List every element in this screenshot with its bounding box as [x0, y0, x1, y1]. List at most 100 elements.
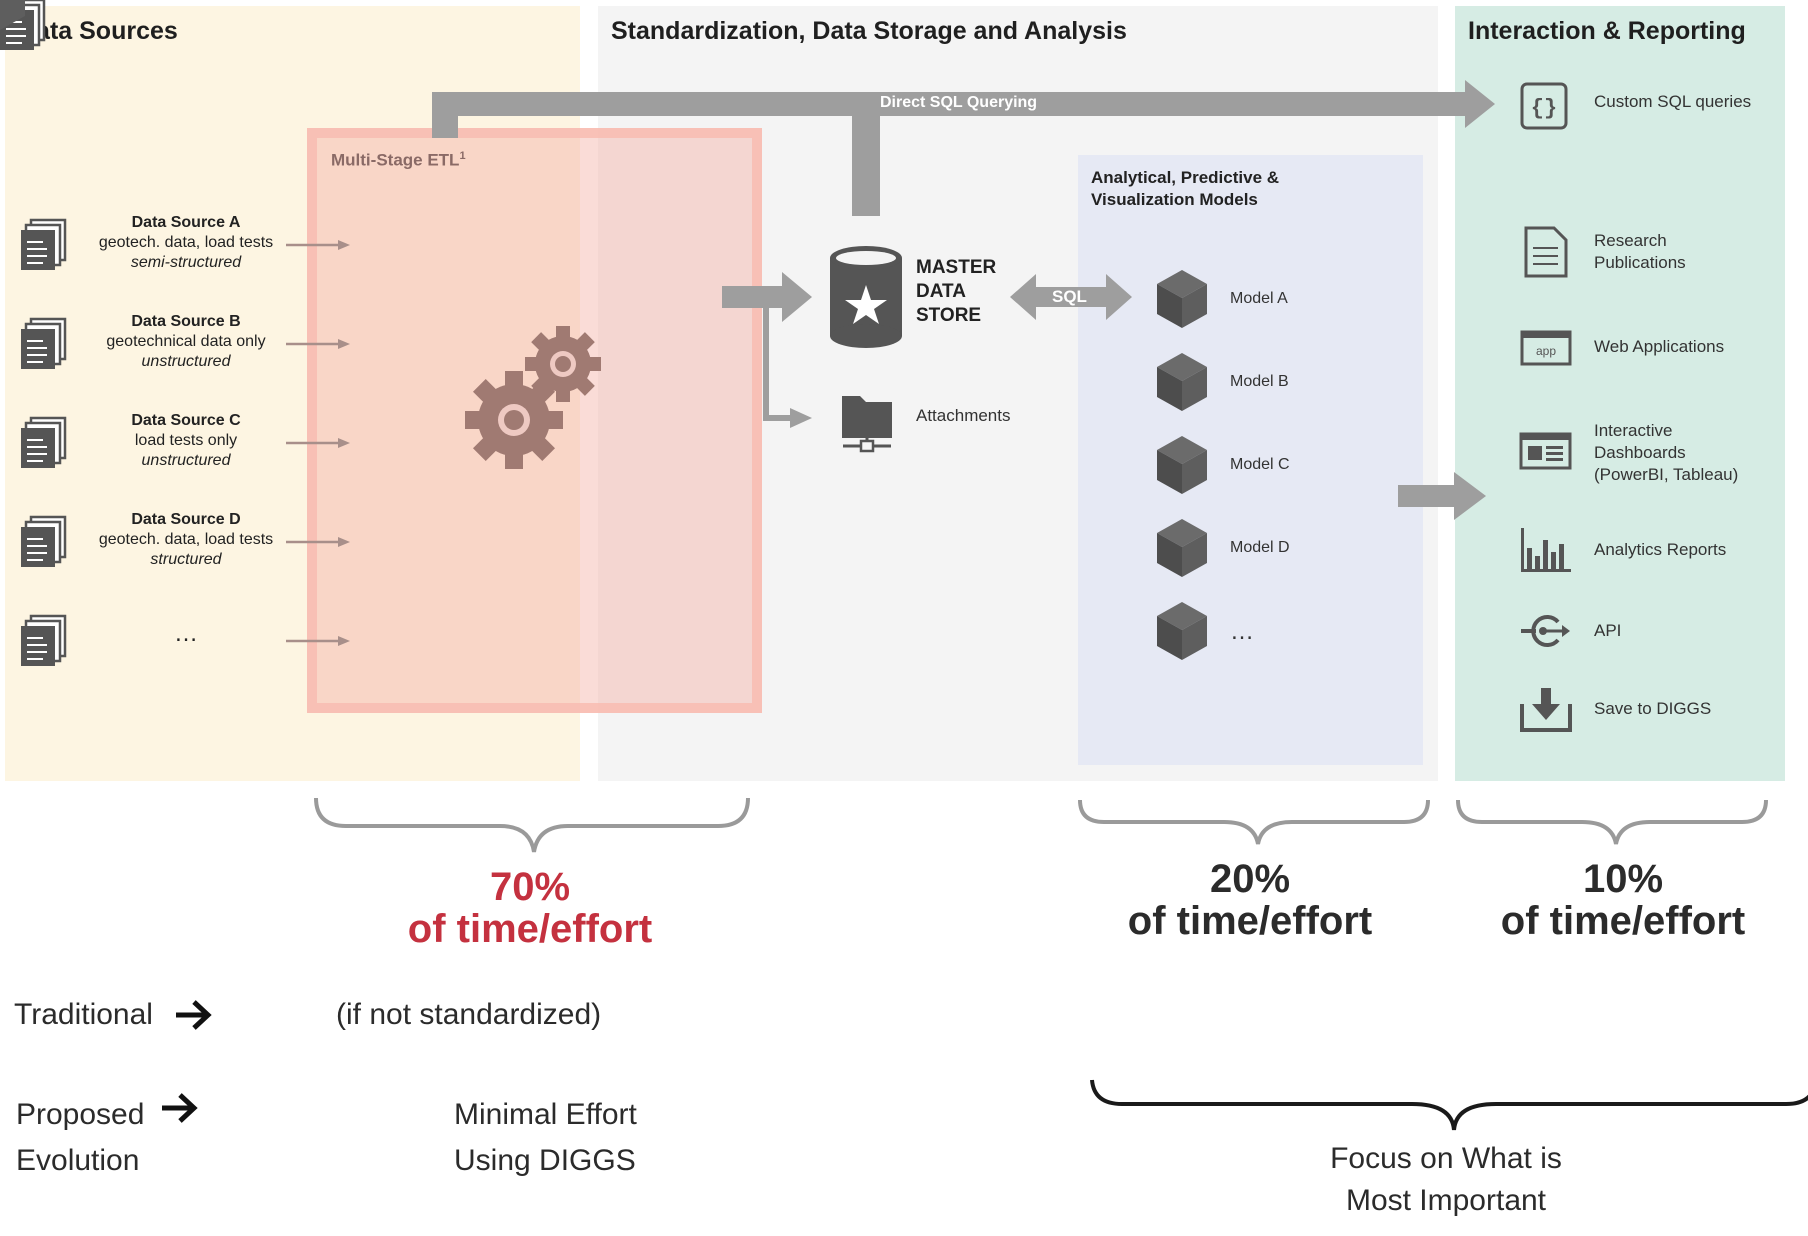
focus-line2: Most Important — [1345, 1184, 1547, 1217]
master-line1: MASTER — [916, 257, 997, 278]
effort-20-pct: 20% — [1209, 857, 1291, 901]
models-title-line1: Analytical, Predictive & — [1091, 168, 1280, 187]
focus-label: Focus on What is Most Important — [1246, 1138, 1646, 1222]
source-more-icon — [19, 614, 67, 668]
dashboards-line2: Dashboards — [1594, 443, 1686, 462]
source-c-desc: load tests only — [134, 432, 238, 449]
analytics-label: Analytics Reports — [1594, 539, 1726, 561]
svg-text:{}: {} — [1531, 96, 1557, 121]
model-b-icon — [1157, 353, 1207, 411]
cube-icon — [0, 0, 25, 30]
proposed-line1: Proposed — [16, 1098, 145, 1131]
attachments-arrow-head — [790, 408, 812, 428]
minimal-line1: Minimal Effort — [454, 1098, 637, 1131]
source-b-name: Data Source B — [131, 313, 241, 330]
source-b-type: unstructured — [141, 353, 231, 370]
database-star-icon — [830, 246, 902, 348]
source-arrows — [286, 240, 350, 646]
master-line2: DATA — [916, 281, 966, 302]
proposed-arrow-icon — [162, 1093, 198, 1123]
sql-label: SQL — [1052, 287, 1087, 306]
proposed-label: Proposed Evolution — [16, 1092, 144, 1184]
source-b-desc: geotechnical data only — [106, 333, 266, 350]
source-a-desc: geotech. data, load tests — [98, 234, 274, 251]
model-more-icon — [1157, 602, 1207, 660]
research-line1: Research — [1594, 231, 1667, 250]
gears-icon — [465, 326, 601, 469]
model-d-label: Model D — [1230, 539, 1290, 556]
source-b-icon — [19, 317, 67, 371]
focus-line1: Focus on What is — [1330, 1142, 1562, 1175]
app-window-icon: app — [1520, 330, 1572, 366]
model-c-label: Model C — [1230, 456, 1290, 473]
effort-10-pct: 10% — [1582, 857, 1664, 901]
effort-20: 20% of time/effort — [1080, 858, 1420, 942]
analytics-text: Analytics Reports — [1594, 540, 1727, 559]
dashboards-label: Interactive Dashboards (PowerBI, Tableau… — [1594, 420, 1738, 486]
effort-70-label: of time/effort — [407, 907, 653, 951]
effort-10: 10% of time/effort — [1458, 858, 1788, 942]
etl-title-text: Multi-Stage ETL — [331, 150, 460, 170]
folder-network-icon — [842, 396, 892, 453]
model-c-icon — [1157, 436, 1207, 494]
etl-title: Multi-Stage ETL1 — [331, 150, 466, 171]
model-a-icon — [1157, 270, 1207, 328]
cube-icons — [0, 0, 25, 30]
dashboards-line3: (PowerBI, Tableau) — [1594, 465, 1739, 484]
document-icon — [1524, 226, 1568, 278]
code-braces-icon: {} — [1520, 82, 1568, 130]
model-b-label: Model B — [1230, 373, 1289, 390]
source-b-label: Data Source B geotechnical data only uns… — [81, 312, 291, 372]
source-more-label: … — [174, 620, 198, 647]
master-data-store-label: MASTER DATA STORE — [916, 256, 996, 328]
dashboards-line1: Interactive — [1594, 421, 1673, 440]
source-d-type: structured — [150, 551, 222, 568]
source-c-type: unstructured — [141, 452, 231, 469]
custom-sql-text: Custom SQL queries — [1594, 92, 1752, 111]
direct-sql-arrow — [432, 80, 1495, 216]
interaction-panel: Interaction & Reporting — [1455, 6, 1785, 781]
source-a-name: Data Source A — [131, 214, 241, 231]
source-a-label: Data Source A geotech. data, load tests … — [81, 213, 291, 273]
source-d-label: Data Source D geotech. data, load tests … — [81, 510, 291, 570]
attachments-branch-arrow — [763, 296, 793, 421]
api-label: API — [1594, 620, 1621, 642]
effort-10-label: of time/effort — [1500, 899, 1746, 943]
web-apps-text: Web Applications — [1594, 337, 1725, 356]
dashboard-icon — [1519, 432, 1572, 470]
bar-chart-icon — [1521, 528, 1571, 572]
source-d-name: Data Source D — [131, 511, 241, 528]
save-diggs-label: Save to DIGGS — [1594, 698, 1711, 720]
minimal-line2: Using DIGGS — [454, 1144, 636, 1177]
interaction-title: Interaction & Reporting — [1468, 17, 1746, 45]
etl-footnote-mark: 1 — [459, 150, 466, 162]
model-more-label: … — [1230, 618, 1254, 645]
research-label: Research Publications — [1594, 230, 1686, 274]
model-d-icon — [1157, 519, 1207, 577]
source-d-desc: geotech. data, load tests — [98, 531, 274, 548]
models-box-title: Analytical, Predictive & Visualization M… — [1091, 167, 1279, 211]
minimal-effort-label: Minimal Effort Using DIGGS — [454, 1092, 637, 1184]
source-c-icon — [19, 416, 67, 470]
sql-double-arrow — [1010, 274, 1132, 320]
model-a-label: Model A — [1230, 290, 1288, 307]
traditional-label: Traditional — [14, 998, 153, 1031]
effort-70-pct: 70% — [489, 865, 571, 909]
source-c-name: Data Source C — [131, 412, 241, 429]
master-line3: STORE — [916, 305, 982, 326]
traditional-arrow-icon — [176, 1000, 212, 1030]
direct-sql-label: Direct SQL Querying — [880, 94, 1038, 111]
proposed-line2: Evolution — [16, 1144, 140, 1177]
api-text: API — [1594, 621, 1622, 640]
models-title-line2: Visualization Models — [1091, 190, 1258, 209]
models-box: Analytical, Predictive & Visualization M… — [1078, 155, 1423, 765]
source-a-icon — [19, 218, 67, 272]
models-to-reporting-arrow — [1398, 472, 1486, 520]
app-window-icon-text: app — [1536, 344, 1556, 358]
save-diggs-text: Save to DIGGS — [1594, 699, 1712, 718]
web-apps-label: Web Applications — [1594, 336, 1724, 358]
effort-20-label: of time/effort — [1127, 899, 1373, 943]
source-d-icon — [19, 515, 67, 569]
attachments-label: Attachments — [916, 406, 1011, 425]
